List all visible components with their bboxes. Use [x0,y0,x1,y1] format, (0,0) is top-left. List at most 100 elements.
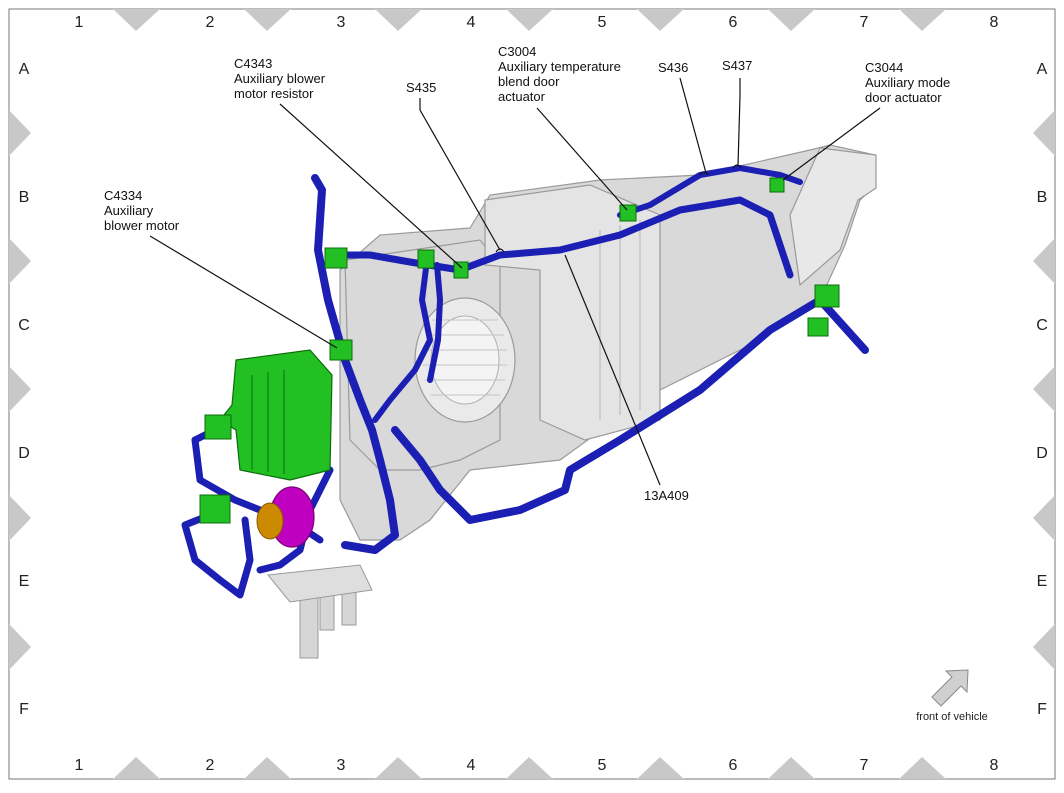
harness-resistor-branch [372,257,433,423]
column-label: 3 [337,14,346,31]
grid-marker [113,757,160,779]
grid-marker [9,366,31,412]
column-label: 6 [729,14,738,31]
connector-c3004 [619,204,637,222]
grid-marker [768,9,815,31]
connector-block [199,494,231,524]
grid-marker [506,757,553,779]
callout-s435: S435 [406,80,436,95]
row-label: D [18,445,30,462]
grid-marker [9,624,31,670]
column-label: 5 [598,757,607,774]
grid-marker [375,9,422,31]
mounting-bracket [267,564,373,603]
callout-line: Auxiliary temperature [498,59,621,74]
connector-block [807,317,829,337]
callout-line: Auxiliary blower [234,71,326,86]
callout-line: actuator [498,89,546,104]
grid-marker [899,9,946,31]
connectors [199,177,840,524]
grid-marker [1033,238,1055,284]
grid-marker [9,495,31,541]
leader-c3004 [536,107,628,211]
harness-left-lower-loop [181,511,254,599]
leader-s435 [419,98,501,251]
harness-upper-run [341,196,794,279]
column-label: 4 [467,757,476,774]
leader-13a409 [564,254,661,486]
column-label: 2 [206,14,215,31]
column-label: 2 [206,757,215,774]
callout-line: blower motor [104,218,180,233]
callout-line: blend door [498,74,560,89]
leader-s436 [679,77,707,174]
column-label: 7 [860,14,869,31]
row-label: A [19,61,30,78]
resistor-module [219,349,333,481]
center-ribs [599,220,641,420]
callout-code: S437 [722,58,752,73]
callout-line: Auxiliary [104,203,154,218]
connector-block [417,249,435,269]
grid-marker [375,757,422,779]
callout-c3044: C3044 Auxiliary mode door actuator [865,60,950,105]
grid-marker [1033,110,1055,156]
orientation-indicator: front of vehicle [916,669,988,723]
callout-code: S435 [406,80,436,95]
grid-marker [1033,366,1055,412]
grommet [256,486,315,548]
grid-marker [9,110,31,156]
blower-fins [423,319,507,396]
column-label: 7 [860,757,869,774]
callout-c4334: C4334 Auxiliary blower motor [104,188,180,233]
callout-line: Auxiliary mode [865,75,950,90]
splice-s435 [495,248,505,253]
harness-center-drop [256,466,334,574]
callout-code: C3004 [498,44,536,59]
orientation-label: front of vehicle [916,711,988,723]
harness-main-branch [311,174,399,554]
row-label: B [19,189,30,206]
callout-c4343: C4343 Auxiliary blower motor resistor [234,56,326,101]
leader-lines [149,77,881,486]
callout-c3004: C3004 Auxiliary temperature blend door a… [498,44,621,104]
row-label: A [1037,61,1048,78]
row-label: D [1036,445,1048,462]
column-label: 8 [990,14,999,31]
callout-code: 13A409 [644,488,689,503]
column-label: 4 [467,14,476,31]
grid-marker [9,238,31,284]
connector-c4334 [329,339,353,361]
row-label: F [1037,701,1047,718]
callout-13a409: 13A409 [644,488,689,503]
callout-s436: S436 [658,60,688,75]
grid-marker [506,9,553,31]
column-label: 8 [990,757,999,774]
callout-line: motor resistor [234,86,314,101]
harness-lower-run [391,296,869,524]
bottom-grid-markers [113,757,946,779]
grid-marker [768,757,815,779]
splice-s436 [699,171,709,176]
row-label: E [19,573,30,590]
connector-block [814,284,840,308]
grid-marker [637,757,684,779]
resistor-module-ribs [251,370,285,474]
splice-s437 [732,164,742,169]
grid-marker [244,757,291,779]
leader-s437 [737,78,741,167]
column-labels-top: 1 2 3 4 5 6 7 8 [75,14,999,31]
callout-code: C3044 [865,60,903,75]
row-label: C [18,317,30,334]
column-label: 1 [75,757,84,774]
grid-marker [1033,624,1055,670]
column-label: 5 [598,14,607,31]
row-labels-left: A B C D E F [18,61,30,718]
callout-code: S436 [658,60,688,75]
connector-c4343 [453,261,469,279]
column-labels-bottom: 1 2 3 4 5 6 7 8 [75,757,999,774]
callout-s437: S437 [722,58,752,73]
grid-marker [637,9,684,31]
right-grid-markers [1033,110,1055,670]
